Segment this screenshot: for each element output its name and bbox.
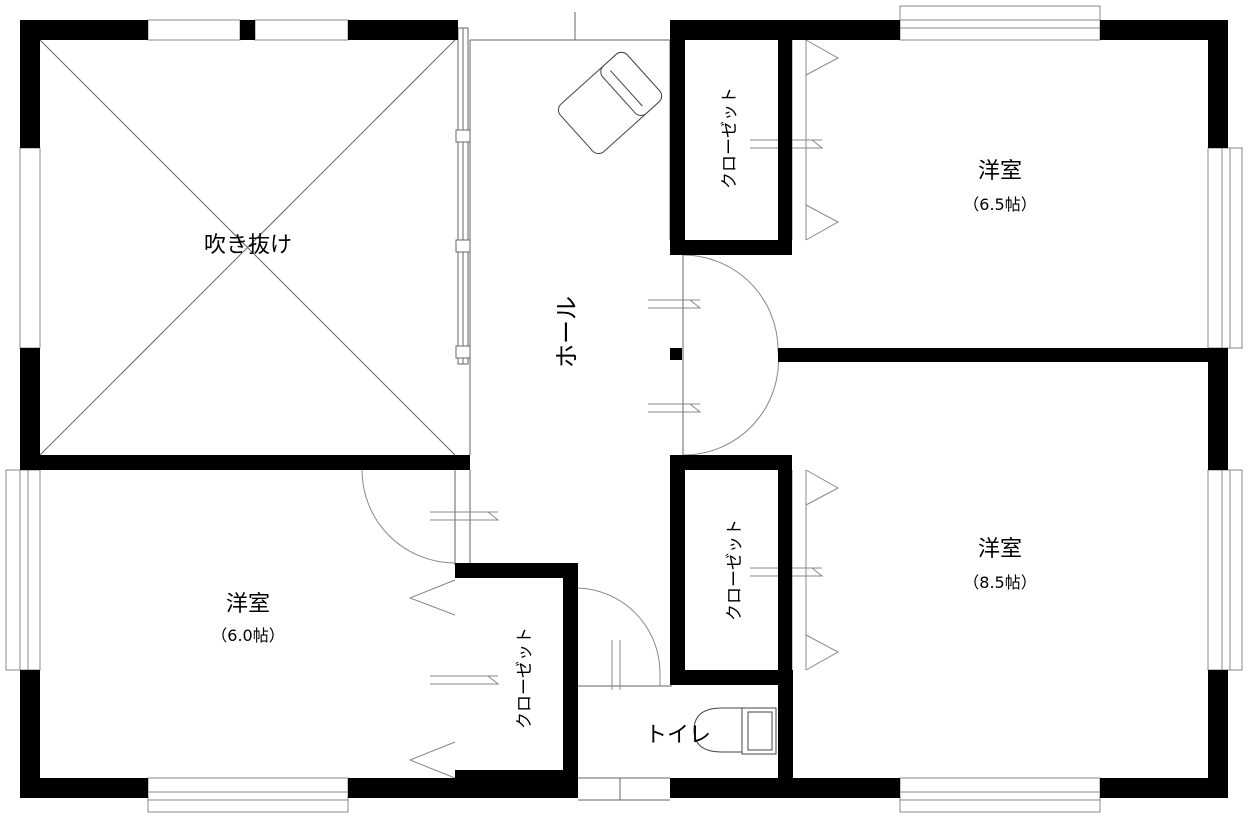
closet-ne-label: クローゼット [720, 87, 740, 189]
wall-void-south [20, 455, 470, 470]
wall-top-2 [240, 20, 255, 40]
wall-top-5 [1100, 20, 1228, 40]
window-top-1 [147, 19, 241, 41]
wall-top-1 [20, 20, 148, 40]
door-swing-se [682, 349, 780, 456]
hall-chair [557, 51, 663, 155]
closet-sw-label: クローゼット [515, 627, 535, 729]
void-label: 吹き抜け [204, 233, 292, 258]
bedroom-se-label: 洋室 [978, 537, 1022, 562]
wall-bottom-1 [20, 778, 148, 798]
wall-right-2 [1208, 348, 1228, 470]
window-left-1 [19, 147, 41, 349]
door-swing-ne [682, 254, 779, 351]
wall-left-1 [20, 20, 40, 148]
doors [361, 254, 780, 686]
wall-right-3 [1208, 670, 1228, 798]
door-swing-toilet [577, 587, 661, 673]
bedroom-ne-label: 洋室 [978, 159, 1022, 184]
window-bottom-1 [147, 777, 349, 813]
bedroom-sw-label: 洋室 [226, 592, 270, 617]
bedroom-sw-size: （6.0帖） [211, 626, 284, 645]
toilet-label: トイレ [645, 723, 711, 748]
window-right-2 [1207, 469, 1243, 671]
closet-doors [408, 39, 840, 779]
closet-se-label: クローゼット [725, 519, 745, 621]
sliding-arrows [430, 139, 824, 690]
door-swing-sw [361, 469, 456, 564]
wall-bedroom-partition [670, 348, 682, 360]
walls [20, 20, 1228, 798]
void-railing [455, 27, 471, 365]
wall-left-2 [20, 348, 40, 470]
bedroom-ne-size: （6.5帖） [963, 195, 1036, 214]
window-top-3 [899, 5, 1101, 41]
hall-label: ホール [553, 296, 581, 368]
windows [5, 5, 1243, 813]
window-left-2 [5, 469, 41, 671]
wall-top-3 [348, 20, 458, 40]
labels: 吹き抜け ホール 洋室 （6.5帖） 洋室 （8.5帖） 洋室 （6.0帖） ト… [204, 87, 1037, 748]
wall-right-1 [1208, 20, 1228, 148]
bedroom-se-size: （8.5帖） [963, 573, 1036, 592]
toilet-bowl-icon [693, 707, 753, 753]
wall-bottom-4 [1100, 778, 1228, 798]
window-right-1 [1207, 147, 1243, 349]
window-top-2 [254, 19, 349, 41]
toilet-fixture [693, 707, 777, 755]
window-bottom-2 [899, 777, 1101, 813]
wall-left-3 [20, 670, 40, 798]
void-diagonal-2 [39, 39, 456, 456]
